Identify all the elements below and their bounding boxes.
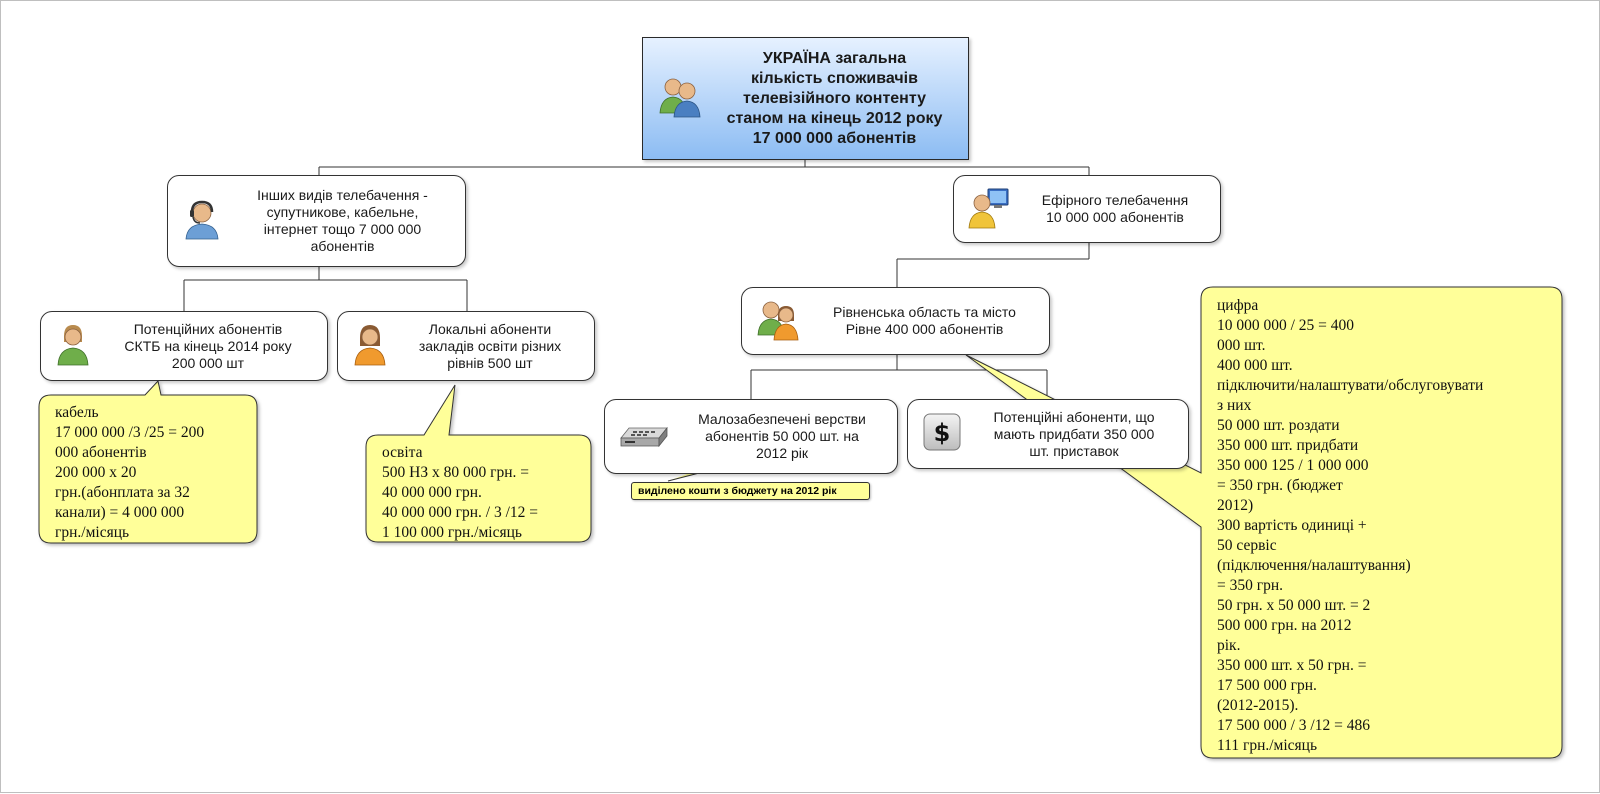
node-rivne[interactable]: Рівненська область та місто Рівне 400 00… [741,287,1050,355]
node-low-income[interactable]: Малозабезпечені верстви абонентів 50 000… [604,399,898,474]
users-icon [657,73,703,125]
callout-edu-shape [365,384,592,543]
node-air-tv[interactable]: Ефірного телебачення 10 000 000 абоненті… [953,175,1221,243]
other-tv-text: Інших видів телебачення - супутникове, к… [228,187,465,255]
callout-cable-text: кабель 17 000 000 /3 /25 = 200 000 абоне… [55,404,205,541]
potential-text: Потенційні абоненти, що мають придбати 3… [968,409,1188,460]
node-line: шт. приставок [1029,442,1119,459]
node-line: абонентів 50 000 шт. на [705,428,859,444]
low-income-text: Малозабезпечені верстви абонентів 50 000… [675,411,897,462]
root-line: станом на кінець 2012 року [726,109,943,127]
root-line: 17 000 000 абонентів [752,129,917,147]
node-line: 2012 рік [755,445,809,461]
node-local-edu[interactable]: Локальні абоненти закладів освіти різних… [337,311,595,381]
node-line: СКТБ на кінець 2014 року [124,337,292,354]
root-text: УКРАЇНА загальна кількість споживачів те… [709,49,968,149]
local-text: Локальні абоненти закладів освіти різних… [394,321,594,372]
node-line: Інших видів телебачення - [257,187,428,203]
callout-digit-text: цифра 10 000 000 / 25 = 400 000 шт. 400 … [1217,297,1484,754]
sktb-text: Потенційних абонентів СКТБ на кінець 201… [97,321,327,372]
node-ukraine-total[interactable]: УКРАЇНА загальна кількість споживачів те… [642,37,969,160]
rivne-text: Рівненська область та місто Рівне 400 00… [808,304,1049,338]
connector-root-children [318,160,1090,175]
computer-user-icon [968,185,1012,233]
connector-air-rivne [896,243,1090,287]
node-line: 200 000 шт [171,354,245,371]
node-other-tv[interactable]: Інших видів телебачення - супутникове, к… [167,175,466,267]
node-line: інтернет тощо 7 000 000 [263,221,422,237]
node-line: рівнів 500 шт [447,354,533,371]
node-line: абонентів [310,238,375,254]
users-icon [756,297,802,345]
root-line: УКРАЇНА загальна [762,49,907,67]
node-line: мають придбати 350 000 [993,425,1155,442]
node-line: Потенційних абонентів [133,320,283,337]
node-line: Рівне 400 000 абонентів [845,321,1004,337]
callout-edu-text: освіта 500 НЗ х 80 000 грн. = 40 000 000… [382,444,539,541]
root-line: кількість споживачів [751,69,918,87]
svg-text:$: $ [934,419,951,447]
node-line: 10 000 000 абонентів [1046,209,1184,225]
air-tv-text: Ефірного телебачення 10 000 000 абоненті… [1018,192,1220,226]
node-potential-buyers[interactable]: $ Потенційні абоненти, що мають придбати… [907,399,1189,469]
callout-digit-shape [965,286,1563,759]
connector-rivne-children [750,355,1048,399]
set-top-box-icon [619,420,669,454]
node-line: Рівненська область та місто [833,304,1016,320]
callout-cable-shape [38,379,258,544]
node-sktb[interactable]: Потенційних абонентів СКТБ на кінець 201… [40,311,328,381]
node-line: Локальні абоненти [428,320,552,337]
user-icon [55,322,91,370]
support-agent-icon [182,198,222,244]
node-line: Ефірного телебачення [1041,192,1189,208]
connector-other-children [183,267,468,311]
user-icon [352,322,388,370]
node-line: закладів освіти різних [418,337,562,354]
node-line: Малозабезпечені верстви [698,411,866,427]
node-line: Потенційні абоненти, що [993,408,1155,425]
budget-note-tag: виділено кошти з бюджету на 2012 рік [631,482,870,500]
dollar-icon: $ [922,412,962,456]
root-line: телевізійного контенту [743,89,926,107]
node-line: супутникове, кабельне, [266,204,419,220]
